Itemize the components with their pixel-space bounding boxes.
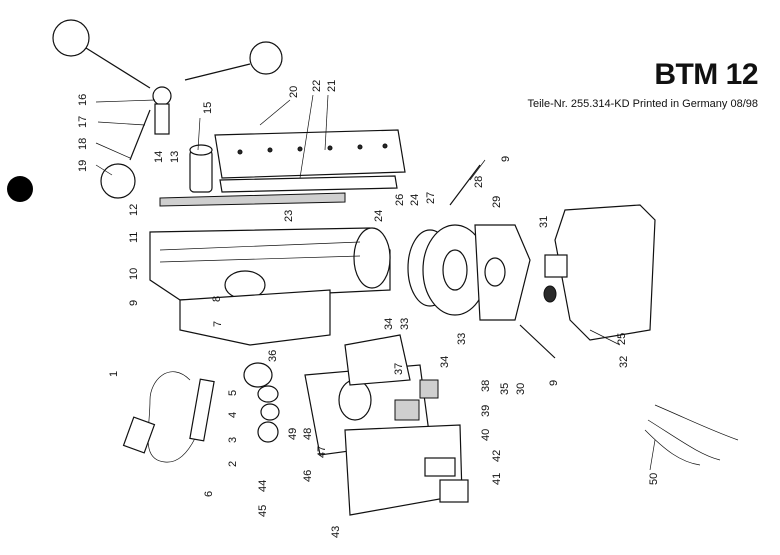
callout-11: 11 xyxy=(128,232,140,243)
wiring-harness xyxy=(644,404,739,466)
callout-37: 37 xyxy=(393,363,405,375)
callout-44: 44 xyxy=(257,480,269,492)
callout-27: 27 xyxy=(425,192,437,204)
motor-flange-plates xyxy=(407,224,531,321)
callout-22: 22 xyxy=(311,80,323,92)
callout-14: 14 xyxy=(153,151,165,163)
callout-49: 49 xyxy=(287,428,299,440)
callout-12: 12 xyxy=(128,204,140,216)
callout-13: 13 xyxy=(169,151,181,163)
callout-45: 45 xyxy=(257,505,269,517)
callout-6: 6 xyxy=(203,491,215,497)
callout-9-left: 9 xyxy=(128,300,140,306)
callout-18: 18 xyxy=(77,138,89,150)
callout-5: 5 xyxy=(227,390,239,396)
callout-25: 25 xyxy=(616,333,628,345)
callout-19: 19 xyxy=(77,160,89,172)
callout-10: 10 xyxy=(128,268,140,280)
callout-46: 46 xyxy=(302,470,314,482)
callout-26: 26 xyxy=(394,194,406,206)
callout-3: 3 xyxy=(227,437,239,443)
power-cord xyxy=(122,371,215,463)
callout-50: 50 xyxy=(648,473,660,485)
callout-32: 32 xyxy=(618,356,630,368)
callout-24-left: 24 xyxy=(373,210,385,222)
callout-30: 30 xyxy=(515,383,527,395)
part-number-line: Teile-Nr. 255.314-KD Printed in Germany … xyxy=(527,98,758,110)
callout-20: 20 xyxy=(288,86,300,98)
callout-4: 4 xyxy=(227,412,239,418)
callout-15: 15 xyxy=(202,102,214,114)
callout-43: 43 xyxy=(330,526,342,538)
guide-rail-plate xyxy=(159,129,406,207)
drill-housing xyxy=(149,227,391,346)
callout-33-right: 33 xyxy=(456,333,468,345)
callout-34-right: 34 xyxy=(439,356,451,368)
callout-17: 17 xyxy=(77,116,89,128)
spindle-parts xyxy=(243,362,280,443)
callout-29: 29 xyxy=(491,196,503,208)
callout-48: 48 xyxy=(302,428,314,440)
callout-1: 1 xyxy=(108,371,120,377)
callout-8: 8 xyxy=(211,296,223,302)
callout-42: 42 xyxy=(491,450,503,462)
callout-7: 7 xyxy=(212,321,224,327)
callout-16: 16 xyxy=(77,94,89,106)
model-title: BTM 12 xyxy=(654,58,758,91)
callout-23: 23 xyxy=(283,210,295,222)
callout-33-left: 33 xyxy=(399,318,411,330)
callout-24-right: 24 xyxy=(409,194,421,206)
spindle-sleeve xyxy=(189,144,213,193)
punch-hole xyxy=(7,176,33,202)
callout-38: 38 xyxy=(480,380,492,392)
callout-36: 36 xyxy=(267,350,279,362)
callout-35: 35 xyxy=(499,383,511,395)
feed-handle-assembly xyxy=(52,19,283,199)
callout-9-bottom: 9 xyxy=(548,380,560,386)
callout-31: 31 xyxy=(538,216,550,228)
callout-28: 28 xyxy=(473,176,485,188)
callout-41: 41 xyxy=(491,473,503,485)
callout-labels: 1 2 3 4 5 6 7 8 9 9 9 10 11 12 13 14 15 … xyxy=(77,80,660,538)
callout-47: 47 xyxy=(316,446,328,458)
callout-9-top: 9 xyxy=(500,156,512,162)
callout-34-left: 34 xyxy=(383,318,395,330)
magnet-base-box xyxy=(543,204,656,341)
callout-21: 21 xyxy=(326,80,338,92)
callout-40: 40 xyxy=(480,429,492,441)
callout-2: 2 xyxy=(227,461,239,467)
motor-assembly xyxy=(304,334,469,516)
leader-lines xyxy=(95,94,656,471)
callout-39: 39 xyxy=(480,405,492,417)
clamp-lever xyxy=(449,164,556,359)
